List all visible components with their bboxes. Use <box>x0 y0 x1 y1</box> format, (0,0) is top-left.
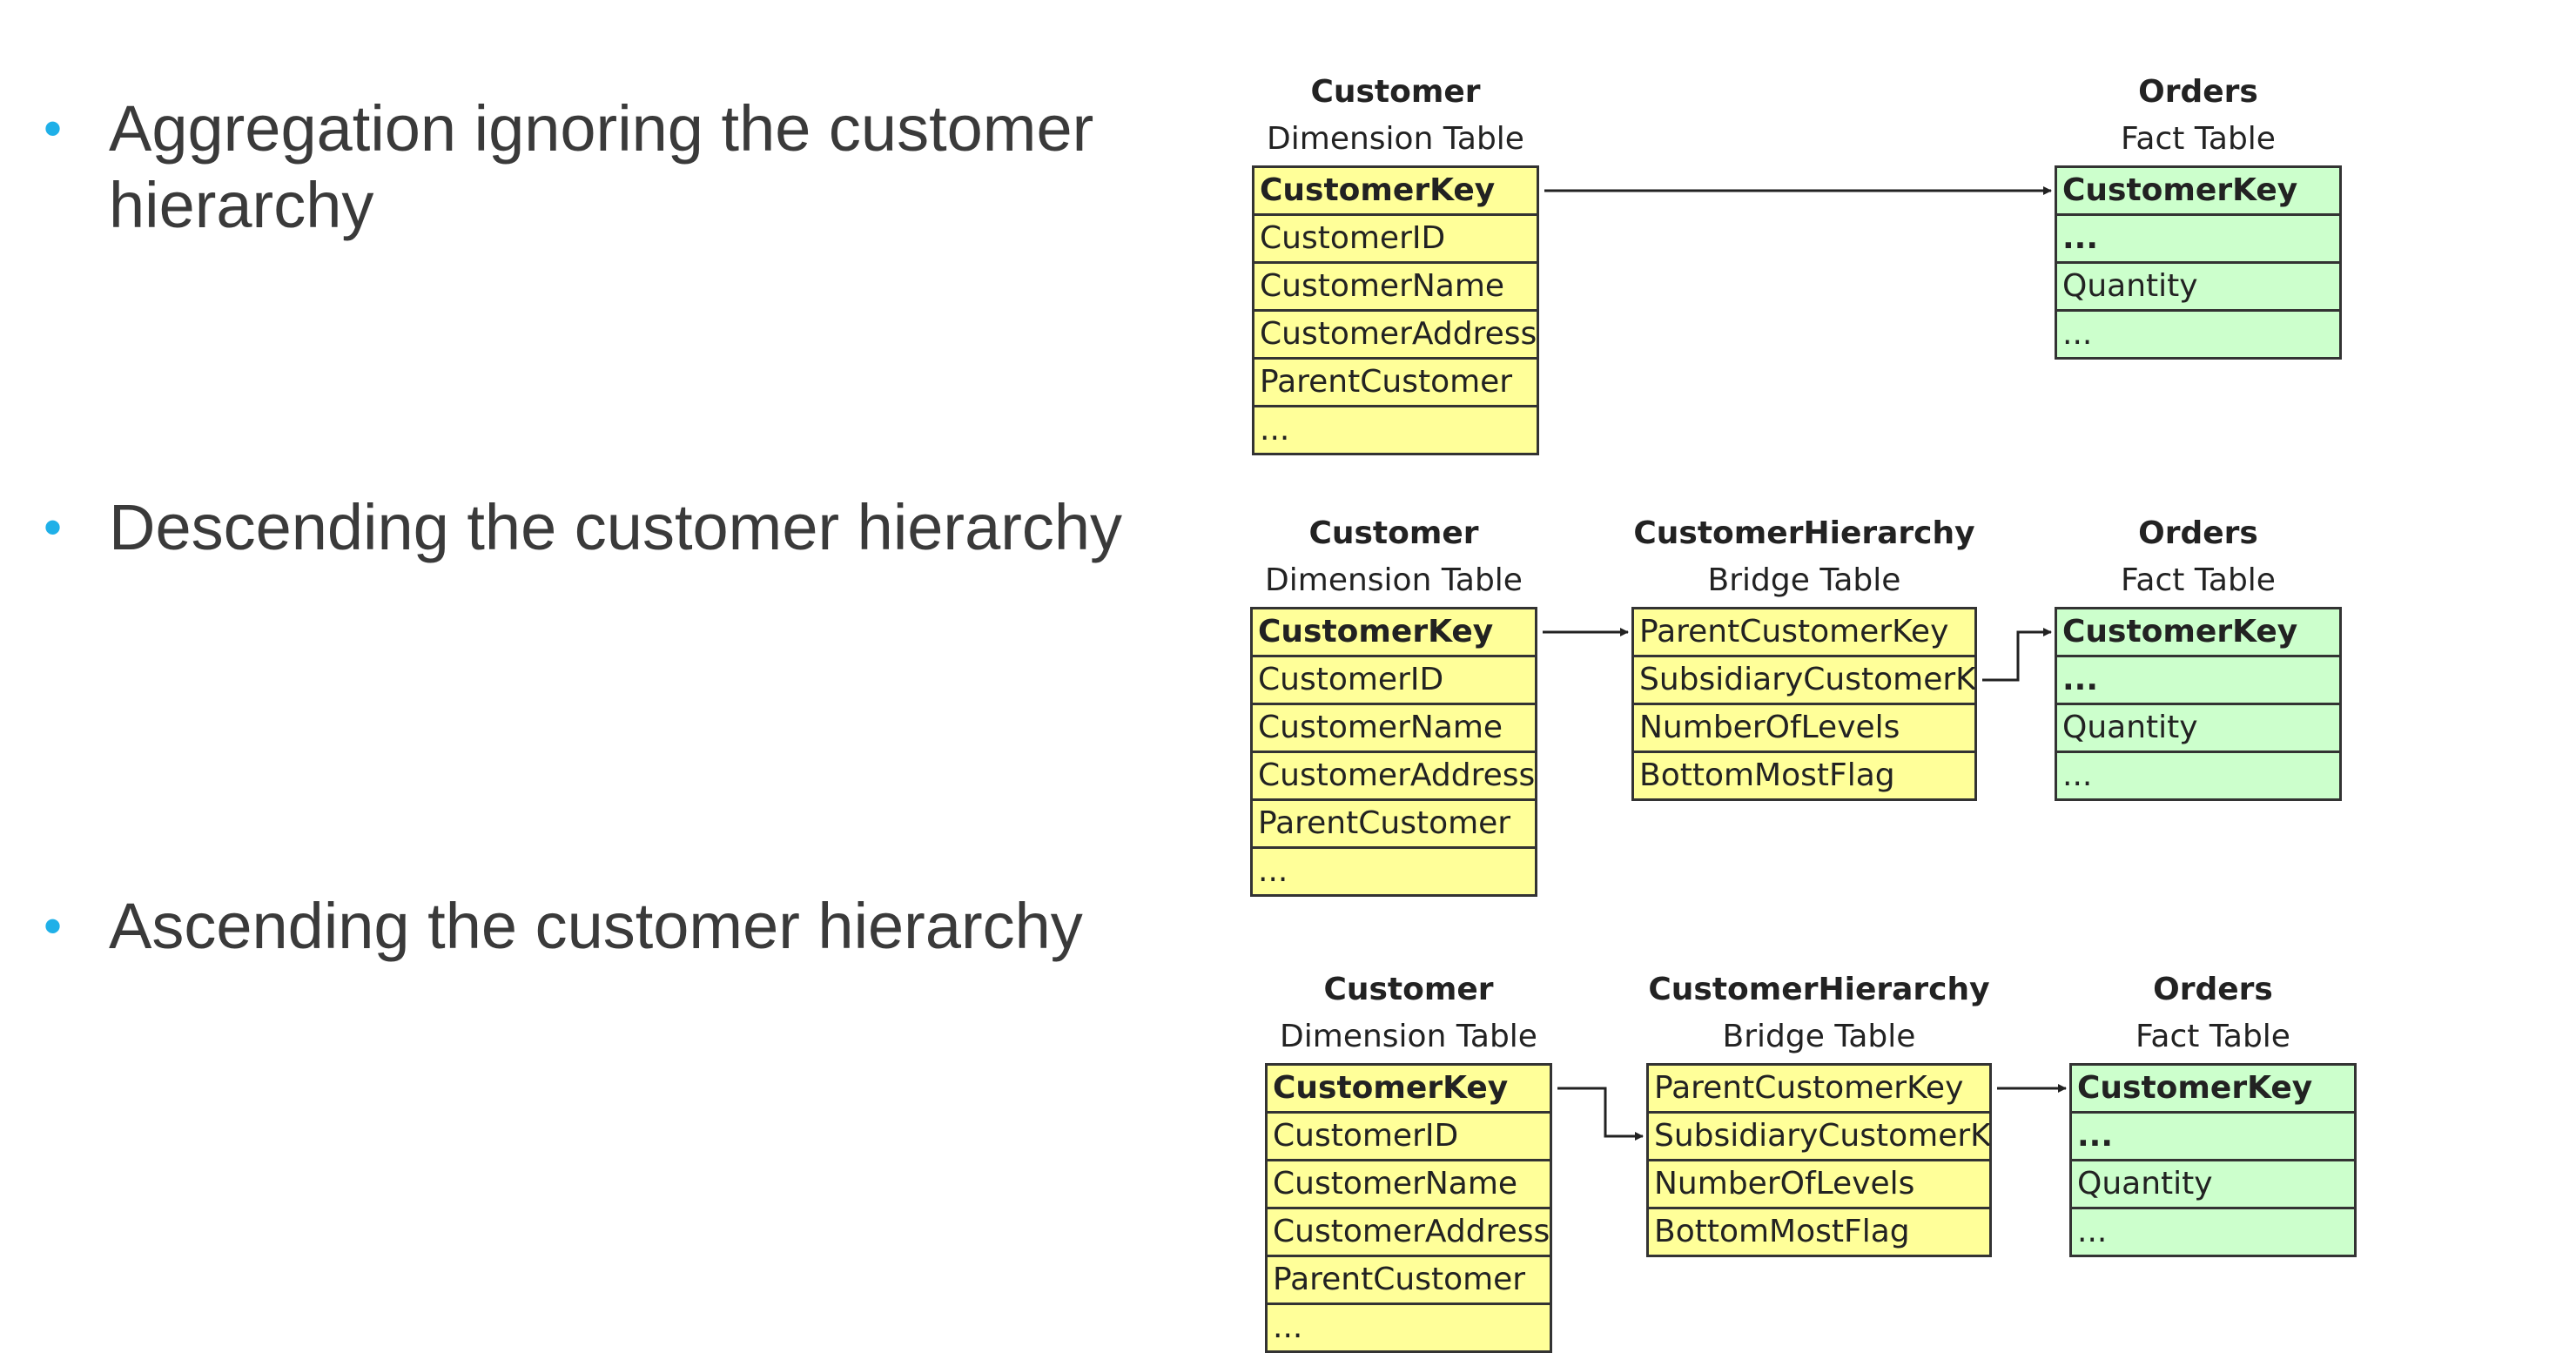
table-row: ... <box>2057 213 2339 261</box>
table-row: ParentCustomerKey <box>1649 1066 1989 1111</box>
table-row: SubsidiaryCustomerKey <box>1649 1111 1989 1159</box>
table-row: ... <box>2072 1207 2354 1255</box>
table-name: Orders <box>2153 972 2273 1007</box>
table-type: Fact Table <box>2121 121 2276 157</box>
bullet-text: Ascending the customer hierarchy <box>109 890 1083 962</box>
table-row-key: CustomerKey <box>1253 609 1535 655</box>
table-row: CustomerAddress <box>1253 751 1535 798</box>
table-row: CustomerAddress <box>1268 1207 1550 1255</box>
table-name: CustomerHierarchy <box>1633 515 1975 551</box>
table-row: ParentCustomerKey <box>1634 609 1974 655</box>
table-row: CustomerAddress <box>1254 309 1537 357</box>
table-row: CustomerName <box>1253 703 1535 751</box>
bullet-dot-icon: • <box>44 99 63 158</box>
table-row-key: CustomerKey <box>2072 1066 2354 1111</box>
table-name: Customer <box>1308 515 1479 551</box>
table-row: ... <box>2057 655 2339 703</box>
table-row: ... <box>1254 405 1537 453</box>
table-row: Quantity <box>2057 261 2339 309</box>
bullet-text: Aggregation ignoring the customer hierar… <box>109 92 1094 241</box>
table-row: ... <box>1253 846 1535 894</box>
customer-dimension-table: Customer Dimension Table CustomerKey Cus… <box>1250 515 1537 897</box>
table-row: CustomerID <box>1268 1111 1550 1159</box>
table-row-key: CustomerKey <box>2057 609 2339 655</box>
table-row: SubsidiaryCustomerKey <box>1634 655 1974 703</box>
bullet-text: Descending the customer hierarchy <box>109 491 1123 563</box>
connector-arrow <box>1982 628 2052 682</box>
table-name: CustomerHierarchy <box>1648 972 1990 1007</box>
table-row: NumberOfLevels <box>1634 703 1974 751</box>
table-row: BottomMostFlag <box>1634 751 1974 798</box>
table-type: Bridge Table <box>1707 562 1901 598</box>
table-type: Dimension Table <box>1267 121 1524 157</box>
table-type: Dimension Table <box>1265 562 1523 598</box>
table-row: ... <box>2057 751 2339 798</box>
table-row: NumberOfLevels <box>1649 1159 1989 1207</box>
table-row: CustomerName <box>1268 1159 1550 1207</box>
table-name: Orders <box>2138 74 2258 110</box>
bullet-dot-icon: • <box>44 897 63 955</box>
orders-fact-table: Orders Fact Table CustomerKey ... Quanti… <box>2055 515 2342 801</box>
connector-arrow <box>1557 1087 1644 1141</box>
orders-fact-table: Orders Fact Table CustomerKey ... Quanti… <box>2069 972 2357 1257</box>
table-row: ... <box>2072 1111 2354 1159</box>
table-row-key: CustomerKey <box>1268 1066 1550 1111</box>
table-type: Dimension Table <box>1280 1019 1537 1054</box>
customer-dimension-table: Customer Dimension Table CustomerKey Cus… <box>1265 972 1552 1353</box>
table-type: Bridge Table <box>1722 1019 1916 1054</box>
table-row: BottomMostFlag <box>1649 1207 1989 1255</box>
table-name: Customer <box>1323 972 1494 1007</box>
customer-hierarchy-bridge-table: CustomerHierarchy Bridge Table ParentCus… <box>1631 515 1977 801</box>
table-row: ParentCustomer <box>1254 357 1537 405</box>
customer-hierarchy-bridge-table: CustomerHierarchy Bridge Table ParentCus… <box>1646 972 1992 1257</box>
table-name: Customer <box>1310 74 1481 110</box>
table-row: CustomerName <box>1254 261 1537 309</box>
table-row: ... <box>1268 1303 1550 1350</box>
table-row: Quantity <box>2057 703 2339 751</box>
bullet-dot-icon: • <box>44 498 63 556</box>
table-row: CustomerID <box>1253 655 1535 703</box>
table-row: ParentCustomer <box>1253 798 1535 846</box>
table-type: Fact Table <box>2121 562 2276 598</box>
table-row: ... <box>2057 309 2339 357</box>
table-name: Orders <box>2138 515 2258 551</box>
table-row-key: CustomerKey <box>2057 168 2339 213</box>
table-row: ParentCustomer <box>1268 1255 1550 1303</box>
customer-dimension-table: Customer Dimension Table CustomerKey Cus… <box>1252 74 1539 455</box>
orders-fact-table: Orders Fact Table CustomerKey ... Quanti… <box>2055 74 2342 360</box>
table-row-key: CustomerKey <box>1254 168 1537 213</box>
table-row: CustomerID <box>1254 213 1537 261</box>
table-type: Fact Table <box>2135 1019 2290 1054</box>
table-row: Quantity <box>2072 1159 2354 1207</box>
